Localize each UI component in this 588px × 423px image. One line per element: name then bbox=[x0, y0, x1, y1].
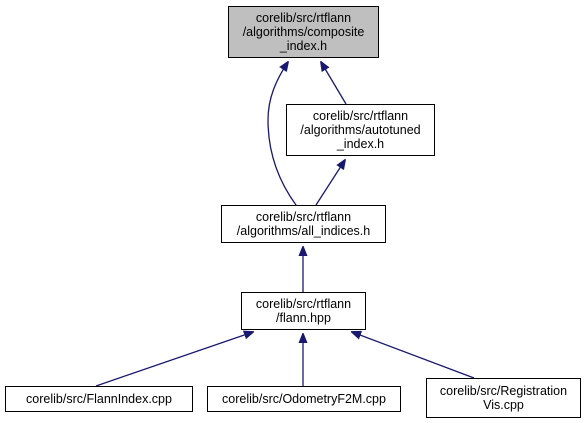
node-registration-vis-cpp[interactable]: corelib/src/Registration Vis.cpp bbox=[426, 378, 581, 418]
node-flann-hpp[interactable]: corelib/src/rtflann /flann.hpp bbox=[241, 292, 366, 330]
node-composite-index: corelib/src/rtflann /algorithms/composit… bbox=[228, 6, 379, 58]
node-label-line: _index.h bbox=[336, 137, 385, 151]
node-odometry-f2m-cpp[interactable]: corelib/src/OdometryF2M.cpp bbox=[207, 386, 401, 412]
node-autotuned-index[interactable]: corelib/src/rtflann /algorithms/autotune… bbox=[286, 104, 435, 156]
node-flann-index-cpp[interactable]: corelib/src/FlannIndex.cpp bbox=[5, 386, 193, 412]
node-label-line: corelib/src/Registration bbox=[439, 384, 568, 398]
node-label-line: corelib/src/FlannIndex.cpp bbox=[26, 392, 172, 406]
node-label-line: corelib/src/OdometryF2M.cpp bbox=[222, 392, 386, 406]
node-all-indices[interactable]: corelib/src/rtflann /algorithms/all_indi… bbox=[221, 205, 386, 243]
node-label-line: corelib/src/rtflann bbox=[255, 210, 352, 224]
node-label-line: corelib/src/rtflann bbox=[255, 297, 352, 311]
node-label-line: /algorithms/all_indices.h bbox=[236, 224, 371, 238]
node-label-line: /algorithms/autotuned bbox=[300, 123, 421, 137]
edge-registration_vis_cpp-to-flann_hpp bbox=[352, 332, 475, 379]
edge-all_indices-to-autotuned_index bbox=[315, 160, 345, 206]
node-label-line: corelib/src/rtflann bbox=[312, 109, 409, 123]
edge-all_indices-to-composite_index bbox=[267, 62, 297, 206]
edge-autotuned_index-to-composite_index bbox=[321, 62, 347, 105]
node-label-line: /algorithms/composite bbox=[242, 25, 365, 39]
edge-flann_index_cpp-to-flann_hpp bbox=[95, 332, 253, 387]
node-label-line: corelib/src/rtflann bbox=[255, 11, 352, 25]
node-label-line: /flann.hpp bbox=[276, 311, 331, 325]
node-label-line: _index.h bbox=[279, 39, 328, 53]
node-label-line: Vis.cpp bbox=[483, 398, 524, 412]
